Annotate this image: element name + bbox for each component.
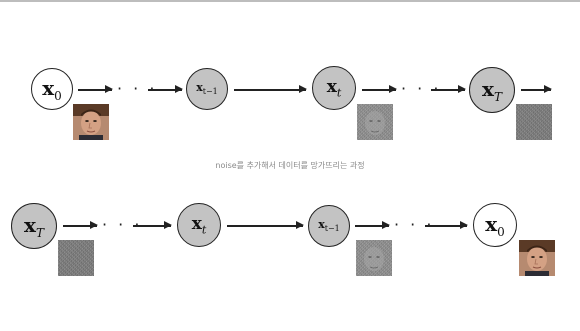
forward-arrow-3 xyxy=(234,86,307,92)
node-subscript: 0 xyxy=(497,224,505,239)
node-label: x xyxy=(326,76,337,97)
reverse-arrow-4 xyxy=(355,222,390,228)
forward-arrow-1 xyxy=(78,86,113,92)
noisy-face-photo-icon xyxy=(356,240,392,276)
reverse-arrow-2 xyxy=(133,222,172,228)
reverse-arrow-1 xyxy=(63,222,98,228)
node-subscript: T xyxy=(493,89,502,104)
reverse-arrow-5 xyxy=(425,222,468,228)
node-subscript: t xyxy=(201,223,207,237)
noisy-face-photo-icon xyxy=(357,104,393,140)
forward-node-x0: x0 xyxy=(31,68,73,110)
node-subscript: t−1 xyxy=(202,87,218,97)
forward-arrow-5 xyxy=(431,86,466,92)
forward-node-xT: xT xyxy=(469,67,515,113)
diagram-caption: noise를 추가해서 데이터를 망가뜨리는 과정 xyxy=(215,161,365,170)
reverse-arrow-3 xyxy=(227,222,304,228)
forward-arrow-6 xyxy=(521,86,552,92)
forward-arrow-2 xyxy=(148,86,183,92)
node-subscript: t−1 xyxy=(324,224,340,234)
node-subscript: T xyxy=(35,225,44,240)
pure-noise-image-icon xyxy=(58,240,94,276)
node-subscript: t xyxy=(336,86,342,100)
forward-arrow-4 xyxy=(362,86,397,92)
reverse-node-xT: xT xyxy=(11,203,57,249)
node-label: x xyxy=(42,75,55,100)
face-photo-icon xyxy=(519,240,555,276)
pure-noise-image-icon xyxy=(516,104,552,140)
top-border-line xyxy=(0,0,580,2)
reverse-node-x0: x0 xyxy=(473,203,517,247)
node-label: x xyxy=(24,212,36,237)
node-label: x xyxy=(196,81,203,95)
forward-ellipsis-1: · · · xyxy=(117,79,158,98)
reverse-ellipsis-2: · · · xyxy=(394,215,435,234)
node-label: x xyxy=(191,213,202,234)
face-photo-icon xyxy=(73,104,109,140)
forward-node-xt: xt xyxy=(312,66,356,110)
forward-node-xt-minus-1: xt−1 xyxy=(186,68,228,110)
reverse-node-xt: xt xyxy=(177,203,221,247)
reverse-node-xt-minus-1: xt−1 xyxy=(308,205,350,247)
node-label: x xyxy=(318,218,325,232)
node-subscript: 0 xyxy=(54,88,62,103)
forward-ellipsis-2: · · · xyxy=(401,79,442,98)
reverse-ellipsis-1: · · · xyxy=(102,215,143,234)
node-label: x xyxy=(482,76,494,101)
node-label: x xyxy=(485,211,498,236)
